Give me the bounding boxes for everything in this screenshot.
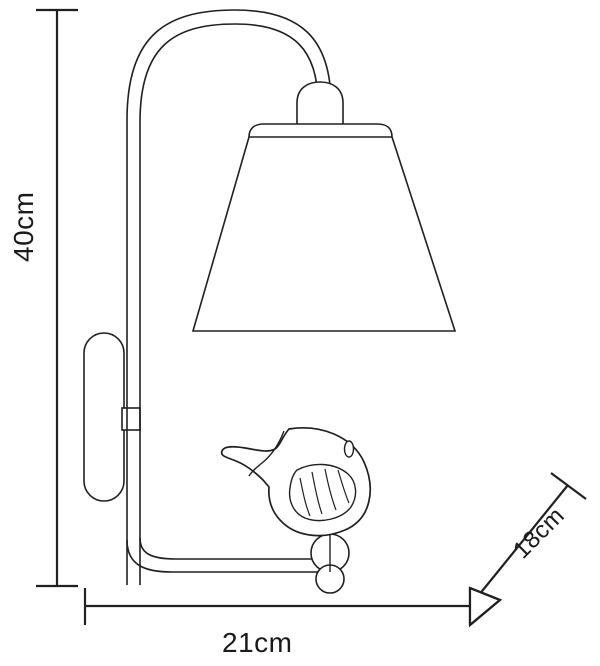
height-dimension-label: 40cm	[8, 191, 39, 262]
height-dimension-line	[36, 8, 78, 588]
width-dimension-line	[83, 588, 472, 625]
lamp-assembly	[83, 9, 457, 594]
arm-bottom-inner-edge	[139, 537, 330, 560]
bird-wing-feathers	[299, 468, 350, 517]
arm-inner-edge	[139, 23, 319, 585]
bird-eye	[343, 440, 355, 458]
dimension-lines	[36, 8, 587, 628]
mount-connector	[121, 407, 141, 431]
depth-dimension-line	[469, 472, 587, 607]
lamp-shade	[191, 123, 457, 332]
arm-outer-edge	[126, 9, 332, 585]
bird-neck-line	[248, 430, 285, 477]
arm-bottom-outer-edge	[126, 539, 330, 573]
width-dimension-label: 21cm	[222, 627, 293, 658]
bird-body-outline	[220, 427, 371, 537]
wall-mount-plate	[83, 332, 125, 502]
bird-wing-outline	[288, 463, 357, 522]
bird-ornament	[220, 427, 371, 537]
